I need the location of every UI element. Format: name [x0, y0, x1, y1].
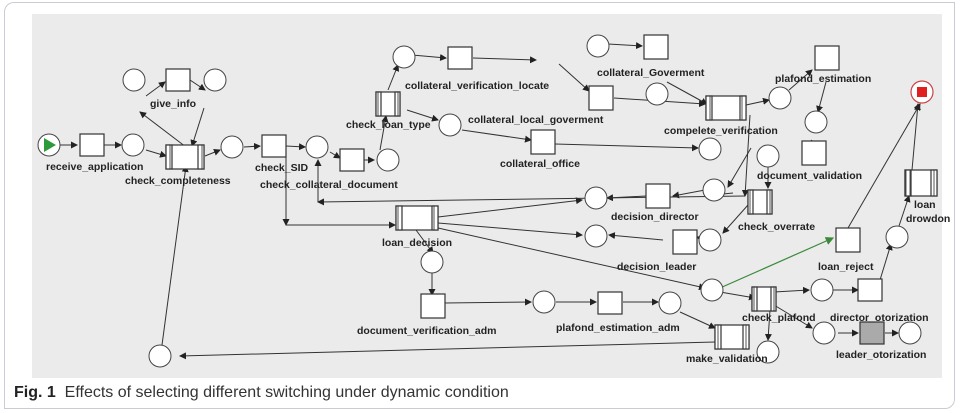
label-document-verification-adm: document_verification_adm: [357, 325, 496, 337]
label-collateral-local-goverment: collateral_local_goverment: [468, 114, 604, 126]
label-compelete-verification: compelete_verification: [664, 125, 778, 137]
transitions: [79, 34, 883, 319]
figure-caption-text: Effects of selecting different switching…: [64, 384, 509, 401]
label-loan: loan: [914, 199, 936, 211]
figure-number: Fig. 1: [14, 384, 56, 401]
label-collateral-goverment: collateral_Goverment: [597, 67, 705, 79]
label-loan-reject: loan_reject: [818, 261, 874, 273]
label-decision-leader: decision_leader: [617, 261, 696, 273]
label-plafond-estimation-adm: plafond_estimation_adm: [556, 322, 680, 334]
label-check-loan-type: check_loan_type: [346, 119, 431, 131]
label-give-info: give_info: [150, 98, 196, 110]
figure-caption: Fig. 1 Effects of selecting different sw…: [14, 384, 509, 402]
label-collateral-office: collateral_office: [500, 158, 580, 170]
end-place: [910, 80, 934, 104]
label-check-collateral-document: check_collateral_document: [260, 179, 398, 191]
label-check-overrate: check_overrate: [738, 221, 815, 233]
label-collateral-verification-locate: collateral_verification_locate: [405, 80, 549, 92]
label-decision-director: decision_director: [611, 211, 699, 223]
label-check-completeness: check_completeness: [125, 175, 231, 187]
label-check-plafond: check_plafond: [742, 312, 816, 324]
label-plafond-estimation: plafond_estimation: [775, 73, 871, 85]
label-drowdon: drowdon: [906, 213, 950, 225]
label-document-validation: document_validation: [757, 170, 862, 182]
label-check-sid: check_SID: [255, 162, 309, 174]
label-receive-application: receive_application: [46, 161, 143, 173]
leader-otorization-transition: [859, 321, 885, 345]
subprocess-transitions: [165, 91, 938, 350]
label-director-otorization: director_otorization: [830, 312, 929, 324]
start-place: [37, 133, 61, 157]
places: [121, 34, 922, 368]
label-leader-otorization: leader_otorization: [836, 349, 926, 361]
highlighted-arc: [719, 237, 835, 289]
label-loan-decision: loan_decision: [382, 237, 452, 249]
label-make-validation: make_validation: [686, 353, 768, 365]
arcs: [60, 42, 921, 360]
